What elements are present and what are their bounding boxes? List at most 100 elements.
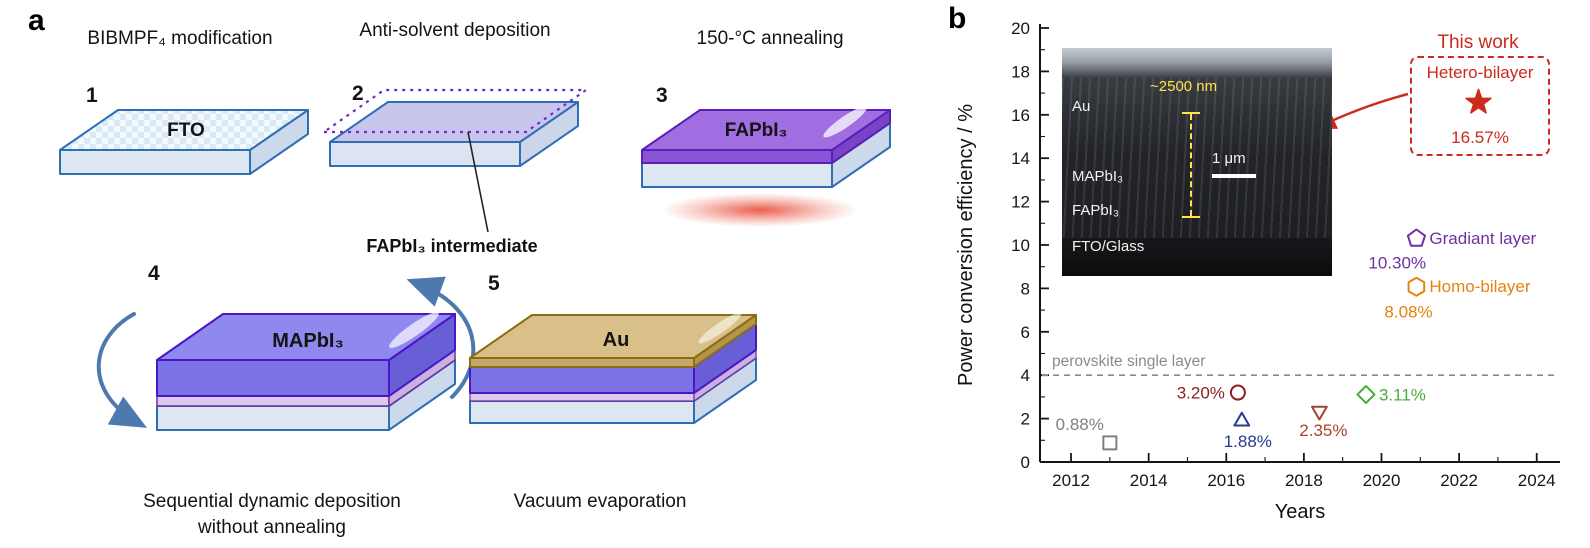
- x-axis-label: Years: [1275, 501, 1325, 523]
- x-tick-label: 2016: [1207, 471, 1245, 490]
- x-tick-label: 2018: [1285, 471, 1323, 490]
- step1-title: BIBMPF₄ modification: [87, 28, 273, 49]
- step4-caption-line2: without annealing: [198, 517, 346, 538]
- marker-diamond: [1356, 385, 1376, 404]
- mapbi3-front-face: [156, 359, 390, 397]
- slab-top-face: [59, 109, 309, 151]
- y-tick-label: 6: [1021, 323, 1030, 342]
- step1-slab: FTO: [59, 109, 309, 175]
- substrate-front-face: [469, 400, 695, 424]
- y-tick-label: 8: [1021, 279, 1030, 298]
- highlight-streak: [823, 106, 867, 138]
- sem-film-texture: [1062, 78, 1332, 238]
- y-tick-label: 10: [1011, 236, 1030, 255]
- point-value-label: 3.11%: [1379, 386, 1426, 405]
- step4-number: 4: [148, 262, 160, 285]
- y-tick-label: 14: [1011, 149, 1030, 168]
- measure-cap-bottom: [1182, 216, 1200, 218]
- y-tick-label: 16: [1011, 106, 1030, 125]
- interlayer-front-face: [156, 395, 390, 407]
- marker-triangle-up: [1233, 411, 1251, 427]
- x-tick-label: 2022: [1440, 471, 1478, 490]
- sem-substrate-label: FTO/Glass: [1072, 238, 1145, 255]
- sem-thickness-label: ~2500 nm: [1150, 78, 1218, 95]
- marker-pentagon: [1406, 228, 1426, 247]
- au-front-face: [469, 357, 695, 368]
- mapbi3-front-face: [469, 366, 695, 394]
- substrate-front-face: [641, 162, 833, 188]
- y-tick-label: 12: [1011, 193, 1030, 212]
- reference-line-label: perovskite single layer: [1052, 353, 1205, 370]
- step2-slab: [322, 88, 588, 233]
- x-tick-label: 2014: [1130, 471, 1168, 490]
- measure-line: [1190, 114, 1192, 216]
- hetero-bilayer-value: 16.57%: [1451, 128, 1509, 147]
- annealing-heat-glow: [662, 193, 858, 227]
- au-top-face: [469, 314, 757, 359]
- slab-front-face: [329, 141, 521, 167]
- y-axis-label: Power conversion efficiency / %: [955, 104, 977, 386]
- step2-number: 2: [352, 82, 364, 105]
- step2-title: Anti-solvent deposition: [359, 20, 551, 41]
- x-tick-label: 2012: [1052, 471, 1090, 490]
- y-tick-label: 0: [1021, 453, 1030, 472]
- point-value-label: 2.35%: [1299, 421, 1347, 440]
- step3-number: 3: [656, 84, 668, 107]
- marker-star: [1465, 88, 1492, 114]
- fapbi3-intermediate-label: FAPbI₃ intermediate: [366, 236, 538, 256]
- interlayer-front-face: [469, 392, 695, 402]
- sem-fapbi3-label: FAPbI₃: [1072, 202, 1119, 219]
- annotation-leader-line: [467, 131, 489, 233]
- hetero-bilayer-label: Hetero-bilayer: [1426, 63, 1534, 82]
- step3-slab: FAPbI₃: [641, 106, 891, 227]
- point-name-label: Homo-bilayer: [1429, 277, 1530, 296]
- substrate-front-face: [156, 405, 390, 431]
- step1-number: 1: [86, 84, 98, 107]
- step5-caption: Vacuum evaporation: [513, 491, 687, 512]
- x-tick-label: 2020: [1363, 471, 1401, 490]
- panel-a-label: a: [28, 4, 45, 37]
- sem-scalebar-label: 1 μm: [1212, 150, 1246, 167]
- step4-caption-line1: Sequential dynamic deposition: [143, 491, 401, 512]
- marker-hexagon: [1407, 276, 1426, 297]
- sem-surface-band: [1062, 48, 1332, 78]
- fapbi3-label: FAPbI₃: [725, 120, 788, 141]
- marker-square: [1102, 435, 1118, 451]
- slab-front-face: [59, 149, 251, 175]
- marker-circle: [1229, 384, 1246, 401]
- step4-caption: Sequential dynamic deposition without an…: [62, 489, 482, 541]
- mapbi3-top-face: [156, 313, 456, 361]
- cycle-arrow-left: [96, 312, 148, 428]
- scale-bar: [1212, 174, 1256, 178]
- highlight-streak: [389, 312, 439, 348]
- point-value-label: 8.08%: [1384, 303, 1432, 322]
- step5-slab: Au: [469, 312, 757, 424]
- point-value-label: 1.88%: [1224, 432, 1272, 451]
- step3-title: 150-°C annealing: [696, 28, 844, 49]
- y-tick-label: 4: [1021, 366, 1030, 385]
- cycle-arrow-right: [406, 276, 476, 399]
- point-value-label: 0.88%: [1056, 415, 1104, 434]
- step4-slab: MAPbI₃: [96, 276, 476, 431]
- point-name-label: Gradiant layer: [1429, 229, 1536, 248]
- sem-au-label: Au: [1072, 98, 1091, 115]
- fto-label: FTO: [167, 120, 205, 141]
- mapbi3-label: MAPbI₃: [272, 330, 343, 352]
- film-top-face: [641, 109, 891, 151]
- this-work-label: This work: [1437, 32, 1519, 53]
- point-value-label: 10.30%: [1368, 253, 1426, 272]
- sem-substrate-band: [1062, 238, 1332, 276]
- y-tick-label: 18: [1011, 62, 1030, 81]
- sem-inset-image: Au ~2500 nm 1 μm MAPbI₃ FAPbI₃ FTO/Glass: [1062, 48, 1332, 276]
- x-tick-label: 2024: [1518, 471, 1556, 490]
- highlight-streak: [698, 312, 742, 344]
- point-value-label: 3.20%: [1177, 384, 1225, 403]
- sem-mapbi3-label: MAPbI₃: [1072, 168, 1124, 185]
- au-label: Au: [603, 329, 630, 351]
- hetero-bilayer-box: Hetero-bilayer 16.57%: [1410, 56, 1550, 156]
- step5-number: 5: [488, 272, 500, 295]
- marker-triangle-down: [1311, 405, 1328, 421]
